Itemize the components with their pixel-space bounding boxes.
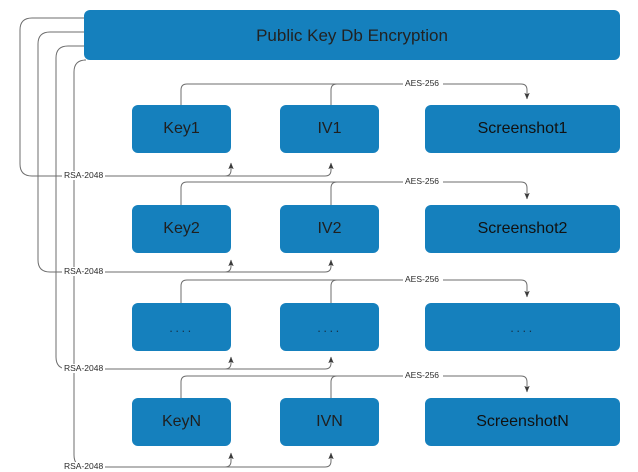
node-key-ellipsis-label: ....: [169, 319, 194, 335]
node-screenshot-ellipsis[interactable]: ....: [425, 303, 620, 351]
edge-label-aes-4: AES-256: [403, 370, 442, 380]
node-screenshot-2-label: Screenshot2: [477, 220, 568, 237]
node-screenshot-1[interactable]: Screenshot1: [425, 105, 620, 153]
edge-label-aes-2: AES-256: [403, 176, 442, 186]
node-iv-2[interactable]: IV2: [280, 205, 379, 253]
node-iv-ellipsis[interactable]: ....: [280, 303, 379, 351]
node-screenshot-ellipsis-label: ....: [510, 319, 535, 335]
header-label: Public Key Db Encryption: [256, 25, 448, 45]
node-key-2-label: Key2: [163, 220, 200, 237]
header-box-public-key-db-encryption[interactable]: Public Key Db Encryption: [84, 10, 620, 60]
edge-label-rsa-2: RSA-2048: [62, 266, 106, 276]
node-key-n[interactable]: KeyN: [132, 398, 231, 446]
node-iv-n-label: IVN: [316, 413, 343, 430]
node-iv-1-label: IV1: [317, 120, 342, 137]
node-iv-ellipsis-label: ....: [317, 319, 342, 335]
node-key-n-label: KeyN: [161, 413, 202, 430]
node-screenshot-n[interactable]: ScreenshotN: [425, 398, 620, 446]
node-key-1-label: Key1: [163, 120, 200, 137]
node-key-2[interactable]: Key2: [132, 205, 231, 253]
edge-label-rsa-4: RSA-2048: [62, 461, 106, 471]
node-screenshot-2[interactable]: Screenshot2: [425, 205, 620, 253]
node-screenshot-1-label: Screenshot1: [477, 120, 568, 137]
node-key-ellipsis[interactable]: ....: [132, 303, 231, 351]
edge-label-rsa-1: RSA-2048: [62, 170, 106, 180]
edge-label-rsa-3: RSA-2048: [62, 363, 106, 373]
node-screenshot-n-label: ScreenshotN: [476, 413, 569, 430]
edge-label-aes-1: AES-256: [403, 78, 442, 88]
node-iv-1[interactable]: IV1: [280, 105, 379, 153]
edge-label-aes-3: AES-256: [403, 274, 442, 284]
node-key-1[interactable]: Key1: [132, 105, 231, 153]
node-iv-n[interactable]: IVN: [280, 398, 379, 446]
node-iv-2-label: IV2: [317, 220, 342, 237]
